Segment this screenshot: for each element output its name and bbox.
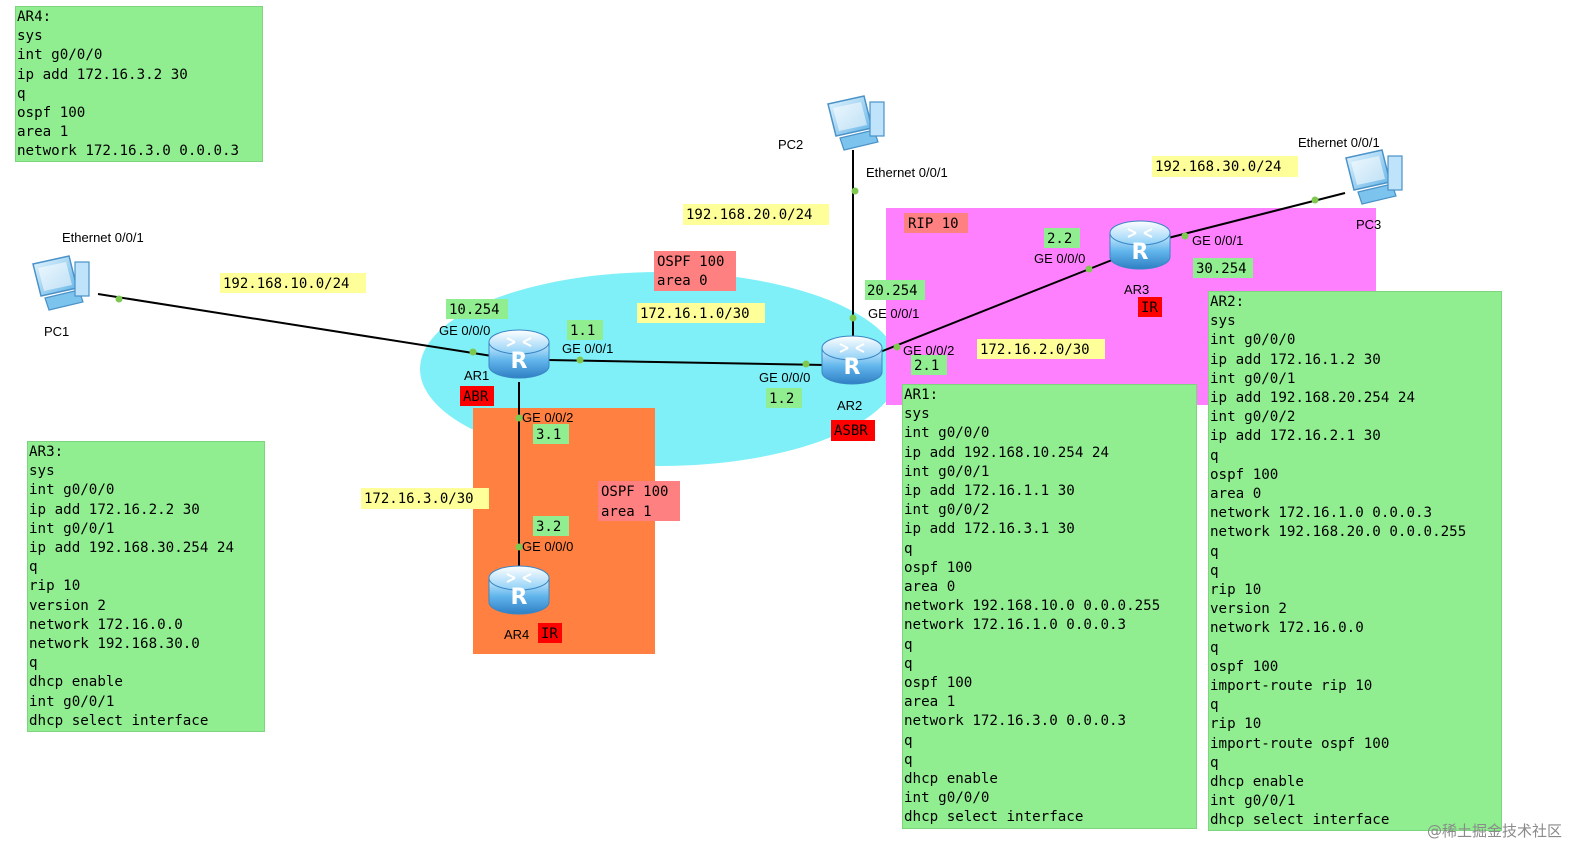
ip-tag-bg [865, 280, 925, 300]
ar2-g002-ip: 2.1 [914, 358, 939, 374]
config-ar4: AR4: sys int g0/0/0 ip add 172.16.3.2 30… [15, 6, 263, 162]
link-ar2-ar3 [879, 259, 1113, 353]
ip-tag-bg [1193, 258, 1253, 278]
subnet-tag-bg [977, 339, 1105, 359]
rip-tag: RIP 10 [908, 216, 959, 232]
ip-tag-bg [766, 388, 802, 408]
ar2-g002-port: GE 0/0/2 [903, 343, 954, 358]
role-tag-bg [460, 386, 494, 406]
dot [576, 356, 584, 364]
pc2-name: PC2 [778, 137, 803, 152]
ar1-ar2-net-tag: 172.16.1.0/30 [640, 306, 750, 322]
ar2-role: ASBR [834, 423, 868, 439]
ar2-g001-port: GE 0/0/1 [868, 306, 919, 321]
pc1-port: Ethernet 0/0/1 [62, 230, 144, 245]
subnet-tag-bg [361, 488, 489, 509]
ip-tag-bg [533, 516, 569, 536]
role-tag-bg [538, 623, 562, 643]
ar1-name: AR1 [464, 368, 489, 383]
dot [515, 414, 523, 422]
ospf-area0-line2: area 0 [657, 273, 708, 289]
router-ar4-icon[interactable] [488, 565, 550, 615]
ospf-area0-line1: OSPF 100 [657, 254, 724, 270]
ar3-role: IR [1141, 300, 1158, 316]
ar1-g002-port: GE 0/0/2 [522, 410, 573, 425]
pc3-icon[interactable] [1345, 149, 1403, 205]
config-ar3: AR3: sys int g0/0/0 ip add 172.16.2.2 30… [27, 441, 265, 732]
ip-tag-bg [911, 355, 947, 375]
dot [893, 343, 901, 351]
pc1-icon[interactable] [32, 255, 90, 311]
pc2-port: Ethernet 0/0/1 [866, 165, 948, 180]
dot [849, 314, 857, 322]
ar1-g002-ip: 3.1 [536, 427, 561, 443]
subnet-tag-bg [683, 204, 829, 225]
role-tag-bg [1138, 297, 1162, 317]
rip-tag-bg [904, 213, 968, 233]
ospf-area1-tag-bg [598, 481, 680, 521]
ar4-role: IR [541, 626, 558, 642]
router-ar1-icon[interactable] [488, 329, 550, 379]
ar1-g000-ip: 10.254 [449, 302, 500, 318]
ar2-g001-ip: 20.254 [867, 283, 918, 299]
ip-tag-bg [446, 299, 508, 319]
config-ar2: AR2: sys int g0/0/0 ip add 172.16.1.2 30… [1208, 291, 1502, 831]
link-dots [115, 187, 1319, 551]
ar1-ar4-net-tag: 172.16.3.0/30 [364, 491, 474, 507]
ar3-name: AR3 [1124, 282, 1149, 297]
dot [469, 348, 477, 356]
ar2-g000-ip: 1.2 [769, 391, 794, 407]
ar3-g001-port: GE 0/0/1 [1192, 233, 1243, 248]
ar1-role: ABR [463, 389, 489, 405]
subnet-tag-bg [1152, 156, 1298, 177]
ip-tag-bg [533, 424, 569, 444]
pc3-net-tag: 192.168.30.0/24 [1155, 159, 1281, 175]
link-ar1-ar2 [547, 359, 826, 366]
config-ar1: AR1: sys int g0/0/0 ip add 192.168.10.25… [902, 384, 1197, 829]
dot [515, 543, 523, 551]
subnet-tag-bg [220, 273, 366, 293]
ar4-g000-ip: 3.2 [536, 519, 561, 535]
dot [115, 295, 123, 303]
ar1-g001-ip: 1.1 [570, 323, 595, 339]
ip-tag-bg [567, 320, 603, 340]
ar2-ar3-net-tag: 172.16.2.0/30 [980, 342, 1090, 358]
subnet-tag-bg [637, 303, 765, 323]
dot [851, 187, 859, 195]
pc2-net-tag: 192.168.20.0/24 [686, 207, 812, 223]
ar2-g000-port: GE 0/0/0 [759, 370, 810, 385]
pc3-name: PC3 [1356, 217, 1381, 232]
role-tag-bg [831, 420, 875, 441]
ar3-g000-ip: 2.2 [1047, 231, 1072, 247]
ar4-g000-port: GE 0/0/0 [522, 539, 573, 554]
link-pc1-ar1 [97, 293, 493, 357]
dot [1311, 196, 1319, 204]
ar4-name: AR4 [504, 627, 529, 642]
pc2-icon[interactable] [827, 95, 885, 151]
watermark: @稀土掘金技术社区 [1426, 822, 1562, 840]
router-ar3-icon[interactable] [1109, 220, 1171, 270]
ar3-g001-ip: 30.254 [1196, 261, 1247, 277]
ar3-g000-port: GE 0/0/0 [1034, 251, 1085, 266]
ospf-area0-tag-bg [654, 251, 736, 291]
dot [802, 360, 810, 368]
dot [1085, 265, 1093, 273]
ospf-area1-line1: OSPF 100 [601, 484, 668, 500]
pc3-port: Ethernet 0/0/1 [1298, 135, 1380, 150]
pc1-name: PC1 [44, 324, 69, 339]
ar1-g000-port: GE 0/0/0 [439, 323, 490, 338]
dot [1181, 232, 1189, 240]
ar1-g001-port: GE 0/0/1 [562, 341, 613, 356]
ar2-name: AR2 [837, 398, 862, 413]
ip-tag-bg [1044, 228, 1080, 248]
pc1-net-tag: 192.168.10.0/24 [223, 276, 349, 292]
router-ar2-icon[interactable] [821, 335, 883, 385]
ospf-area1-line2: area 1 [601, 504, 652, 520]
